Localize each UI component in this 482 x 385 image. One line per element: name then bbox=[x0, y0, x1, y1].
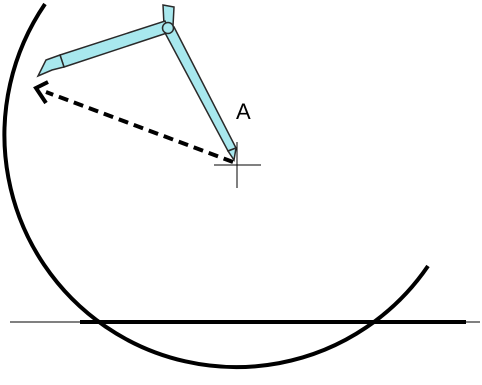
center-label: A bbox=[236, 99, 251, 124]
compass-pencil-tip bbox=[36, 54, 65, 78]
radius-dashed-line bbox=[45, 90, 234, 164]
compass-icon bbox=[36, 4, 238, 162]
compass-needle bbox=[226, 146, 237, 162]
circle-arc bbox=[2, 2, 430, 370]
compass-right-leg bbox=[162, 26, 238, 152]
compass-hinge bbox=[161, 21, 175, 35]
arrow-head bbox=[33, 80, 49, 105]
radius-arrow-icon bbox=[33, 80, 234, 164]
crosshair-icon bbox=[214, 142, 261, 188]
compass-left-leg bbox=[59, 20, 172, 68]
